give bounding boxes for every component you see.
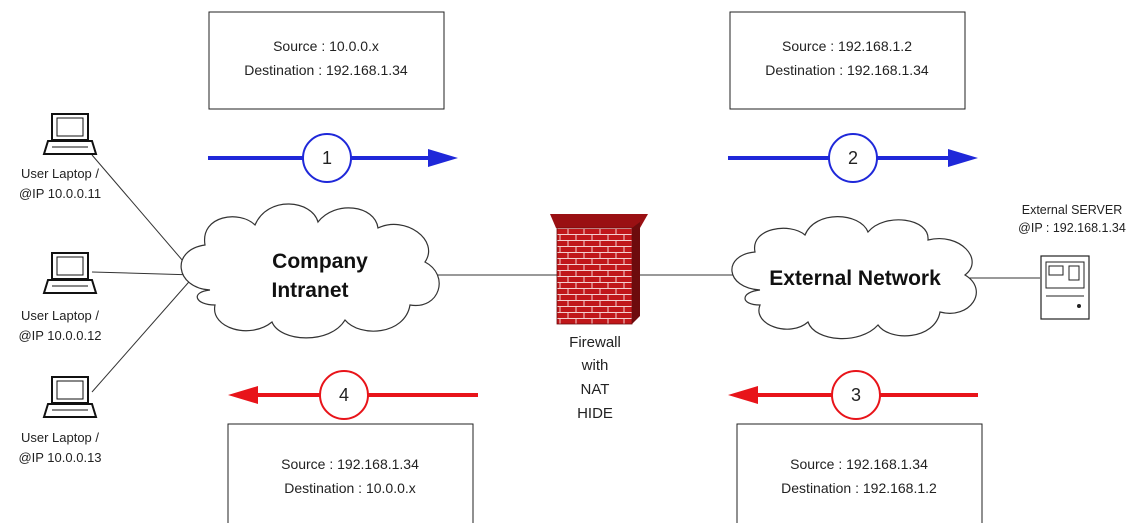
packet-4-destination: Destination : 10.0.0.x (284, 480, 416, 496)
step-3-label: 3 (851, 385, 861, 405)
firewall-label-line3: NAT (581, 381, 610, 398)
link-laptop1-intranet (91, 154, 196, 276)
firewall-brick-wall-icon (550, 214, 648, 325)
server-label-line2: @IP : 192.168.1.34 (1018, 221, 1126, 235)
laptop-1: User Laptop / @IP 10.0.0.11 (19, 113, 101, 201)
packet-box-3: Source : 192.168.1.34 Destination : 192.… (736, 423, 983, 523)
external-network-label: External Network (769, 267, 941, 290)
arrow-step-2: 2 (728, 133, 978, 183)
packet-3-source: Source : 192.168.1.34 (790, 456, 928, 472)
arrow-step-1: 1 (208, 133, 458, 183)
firewall-label-line1: Firewall (569, 334, 621, 351)
packet-box-4: Source : 192.168.1.34 Destination : 10.0… (227, 423, 474, 523)
firewall-label: Firewall with NAT HIDE (569, 334, 621, 422)
laptop-1-label-line1: User Laptop / (21, 166, 99, 181)
laptop-3-label-line1: User Laptop / (21, 430, 99, 445)
arrow-step-4: 4 (228, 370, 478, 420)
connection-lines (91, 154, 1040, 393)
intranet-label-line1: Company (272, 250, 368, 273)
link-laptop2-intranet (91, 271, 196, 276)
packet-2-source: Source : 192.168.1.2 (782, 38, 912, 54)
server-label: External SERVER @IP : 192.168.1.34 (1018, 203, 1126, 235)
server-icon (1040, 255, 1090, 320)
step-4-label: 4 (339, 385, 349, 405)
laptop-2-label-line2: @IP 10.0.0.12 (18, 328, 101, 343)
packet-4-source: Source : 192.168.1.34 (281, 456, 419, 472)
laptop-icon (42, 376, 98, 418)
firewall-label-line2: with (581, 357, 609, 374)
laptop-2-label-line1: User Laptop / (21, 308, 99, 323)
packet-1-destination: Destination : 192.168.1.34 (244, 62, 408, 78)
laptop-3-label-line2: @IP 10.0.0.13 (18, 450, 101, 465)
intranet-label-line2: Intranet (271, 279, 348, 302)
step-1-label: 1 (322, 148, 332, 168)
laptop-2: User Laptop / @IP 10.0.0.12 (18, 252, 102, 343)
packet-box-2: Source : 192.168.1.2 Destination : 192.1… (729, 11, 966, 110)
laptop-icon (42, 113, 98, 155)
step-2-label: 2 (848, 148, 858, 168)
firewall-label-line4: HIDE (577, 405, 613, 422)
packet-1-source: Source : 10.0.0.x (273, 38, 379, 54)
packet-box-1: Source : 10.0.0.x Destination : 192.168.… (208, 11, 445, 110)
packet-2-destination: Destination : 192.168.1.34 (765, 62, 929, 78)
link-laptop3-intranet (91, 274, 196, 393)
arrow-step-3: 3 (728, 370, 978, 420)
laptop-1-label-line2: @IP 10.0.0.11 (19, 186, 101, 201)
laptop-icon (42, 252, 98, 294)
server-label-line1: External SERVER (1022, 203, 1123, 217)
external-network-cloud: External Network (731, 216, 977, 340)
laptop-3: User Laptop / @IP 10.0.0.13 (18, 376, 102, 465)
packet-3-destination: Destination : 192.168.1.2 (781, 480, 937, 496)
company-intranet-cloud: Company Intranet (180, 203, 440, 339)
